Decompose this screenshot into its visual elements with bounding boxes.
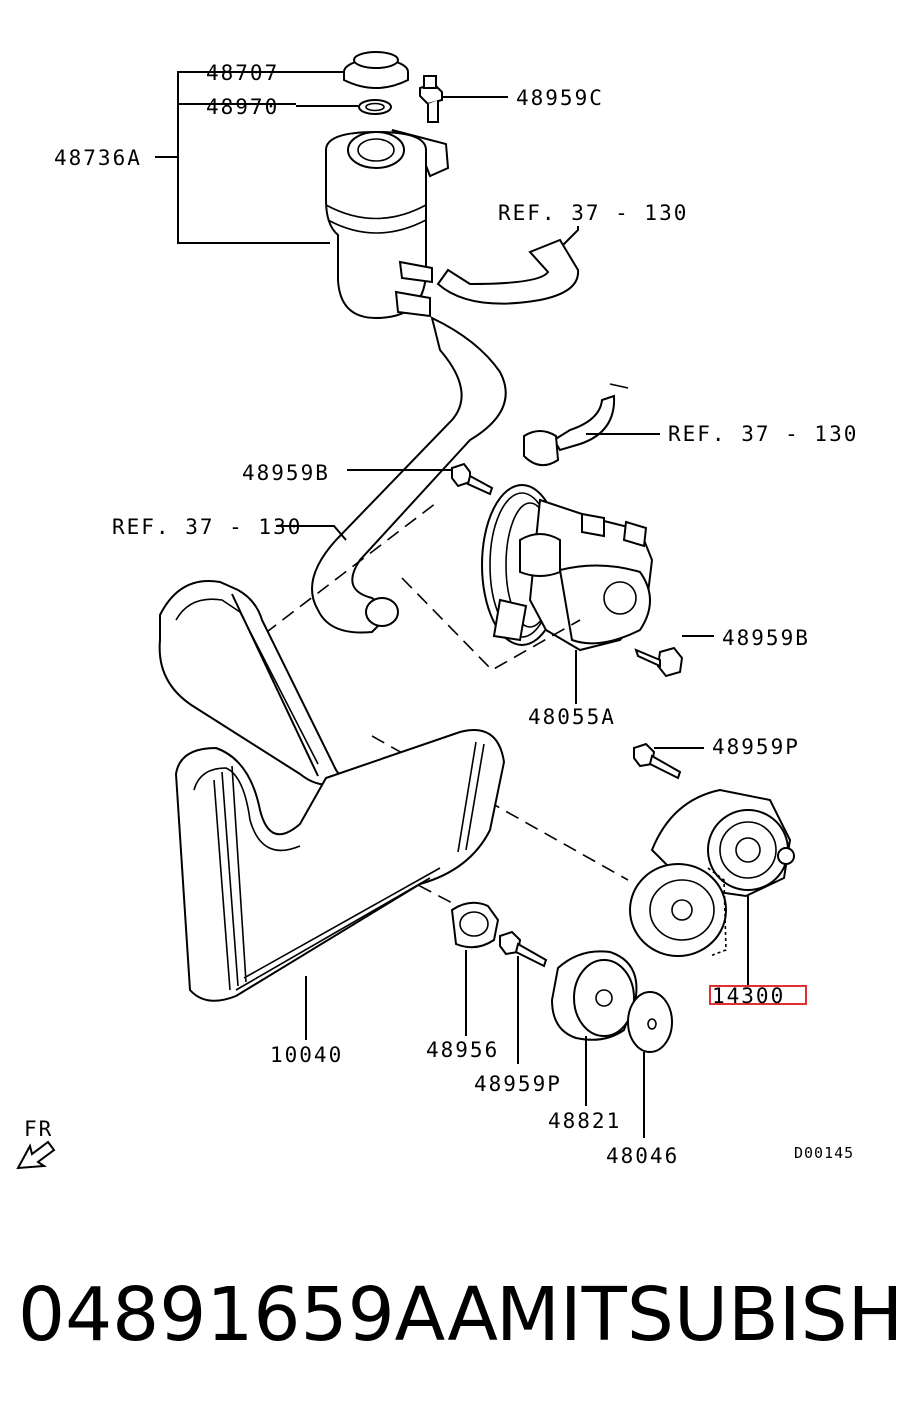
callout-48959p-lower: 48959P [474,1072,562,1096]
drive-belt [174,729,506,1040]
idler-pulley [550,950,638,1106]
tensioner-bolt [633,742,704,780]
callout-14300: 14300 [712,984,785,1008]
callout-48055a: 48055A [528,705,616,729]
callout-48736a: 48736A [54,146,142,170]
belt-tensioner [629,788,795,986]
callout-48959p-upper: 48959P [712,735,800,759]
idler-bolt [499,930,548,1064]
return-hose-top [436,226,580,305]
callout-48959c: 48959C [516,86,604,110]
washer [627,991,673,1138]
brand-name: MITSUBISHI [496,1272,909,1358]
pump-bolt-lower [634,635,714,678]
bolt-48959c [419,75,508,123]
callout-48046: 48046 [606,1144,679,1168]
power-steering-pump [481,484,654,704]
callout-48707: 48707 [206,61,279,85]
callout-48956: 48956 [426,1038,499,1062]
pressure-hose-fitting [523,383,660,467]
callout-48821: 48821 [548,1109,621,1133]
callout-ref-right: REF. 37 - 130 [668,422,858,446]
reservoir-body [325,129,450,320]
pump-bolt-upper [347,462,494,496]
supply-hose [311,316,507,634]
direction-label: FR [24,1117,53,1141]
callout-48959b-upper: 48959B [242,461,330,485]
callout-ref-top: REF. 37 - 130 [498,201,688,225]
reservoir-cap [343,51,409,89]
drawing-code: D00145 [794,1144,854,1162]
seal-48956 [450,901,500,1036]
callout-10040: 10040 [270,1043,343,1067]
ref-leaders [276,525,347,541]
highlight-box [709,985,807,1005]
front-direction-arrow-icon [16,1140,56,1170]
reservoir-bracket [155,71,358,244]
o-ring [358,99,392,115]
callout-48959b-lower: 48959B [722,626,810,650]
callout-ref-left: REF. 37 - 130 [112,515,302,539]
part-number: 04891659AA [18,1272,498,1358]
callout-48970: 48970 [206,95,279,119]
